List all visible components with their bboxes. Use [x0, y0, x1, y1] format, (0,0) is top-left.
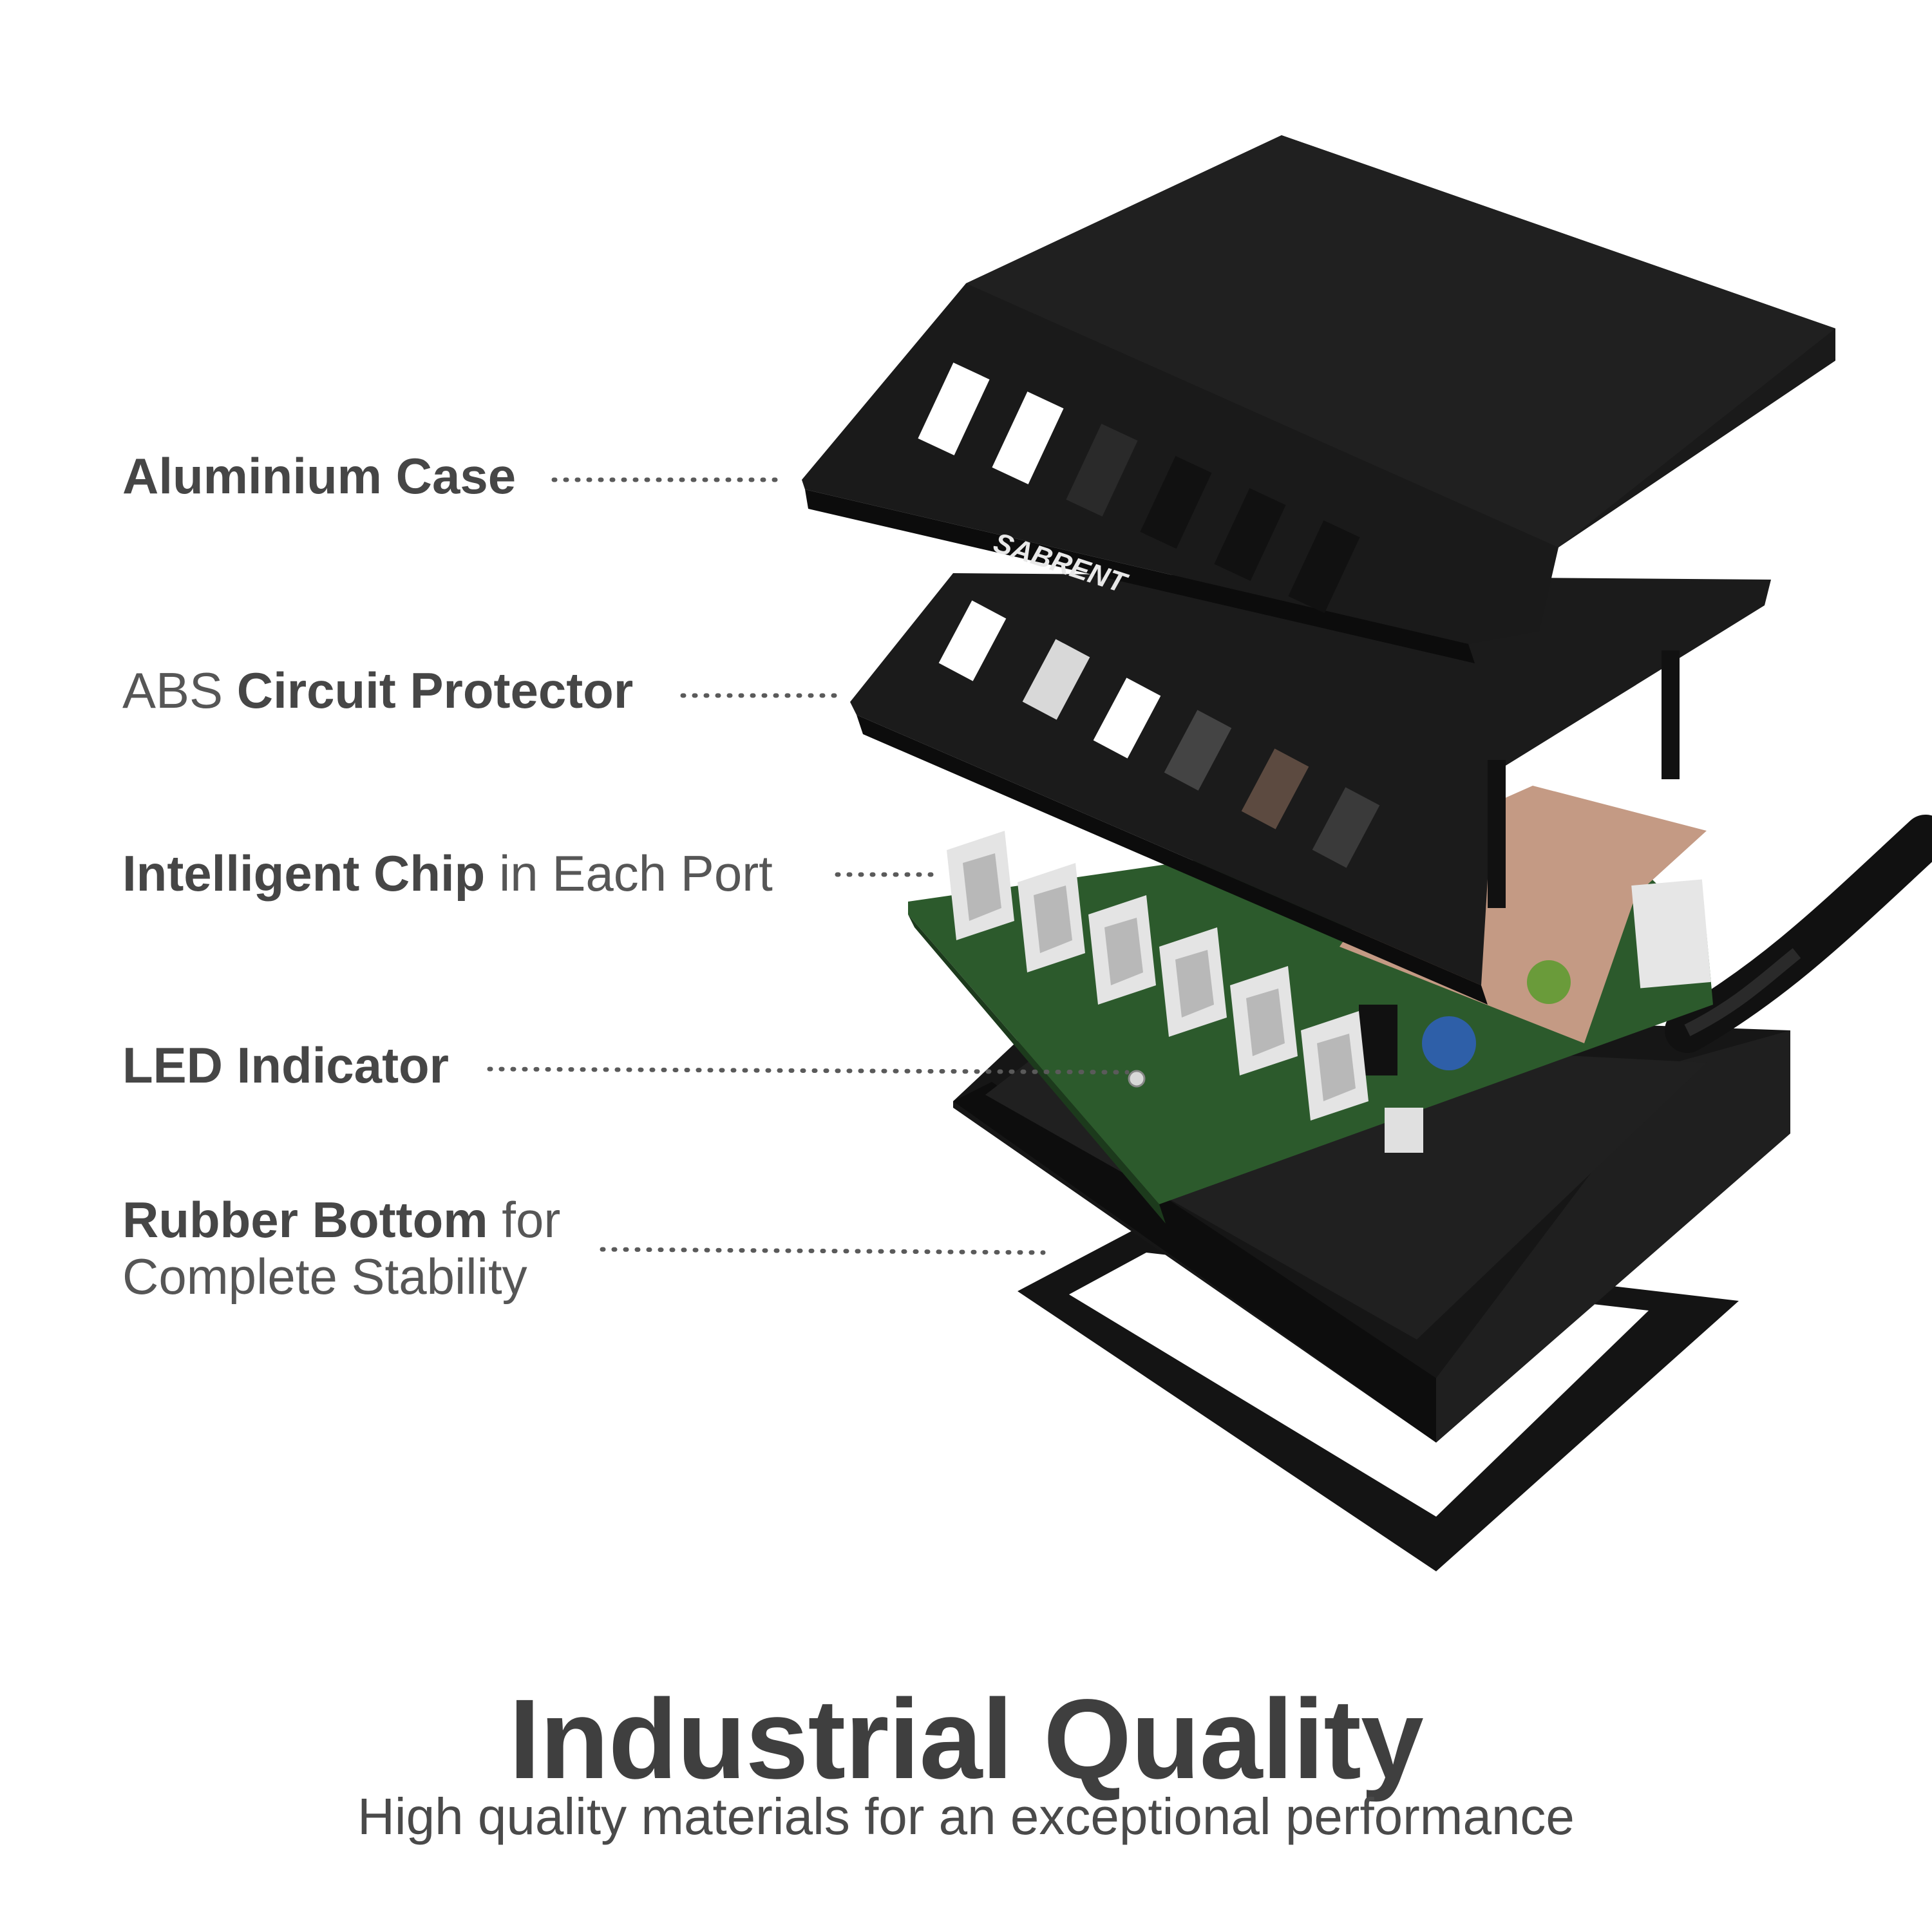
leader-lines	[487, 477, 1130, 1255]
callout-light: ABS	[122, 662, 223, 719]
callout-led-indicator: LED Indicator	[122, 1037, 449, 1094]
callout-light: in Each Port	[498, 845, 773, 902]
usb-port	[1230, 966, 1298, 1075]
callout-strong: Intelligent Chip	[122, 845, 486, 902]
callout-strong: Rubber Bottom	[122, 1191, 488, 1248]
usb-port	[1159, 927, 1227, 1037]
callout-aluminium-case: Aluminium Case	[122, 448, 516, 504]
aluminium-case: SABRENT	[802, 135, 1835, 663]
callout-light: for	[502, 1191, 561, 1248]
callout-abs-circuit-protector: ABS Circuit Protector	[122, 662, 633, 719]
power-cable	[1665, 815, 1932, 1053]
usb-port	[1088, 895, 1156, 1005]
usb-port	[1301, 1011, 1368, 1121]
usb-ports	[947, 831, 1368, 1121]
led-indicator	[1128, 1070, 1146, 1088]
headline: Industrial Quality	[509, 1676, 1424, 1803]
usb-port	[1018, 863, 1085, 972]
callout-strong: Aluminium Case	[122, 448, 516, 504]
callout-strong: LED Indicator	[122, 1037, 450, 1094]
callout-intelligent-chip: Intelligent Chip in Each Port	[122, 845, 773, 902]
leader-line-rubber-bottom	[600, 1247, 1046, 1255]
subline: High quality materials for an exceptiona…	[357, 1788, 1575, 1845]
usb-port	[947, 831, 1014, 940]
callout-rubber-bottom: Rubber Bottom for Complete Stability	[122, 1191, 560, 1305]
abs-circuit-protector	[850, 573, 1771, 1005]
leader-line-led-indicator	[487, 1066, 1130, 1075]
callout-strong: Circuit Protector	[236, 662, 634, 719]
callout-line2: Complete Stability	[122, 1248, 527, 1305]
